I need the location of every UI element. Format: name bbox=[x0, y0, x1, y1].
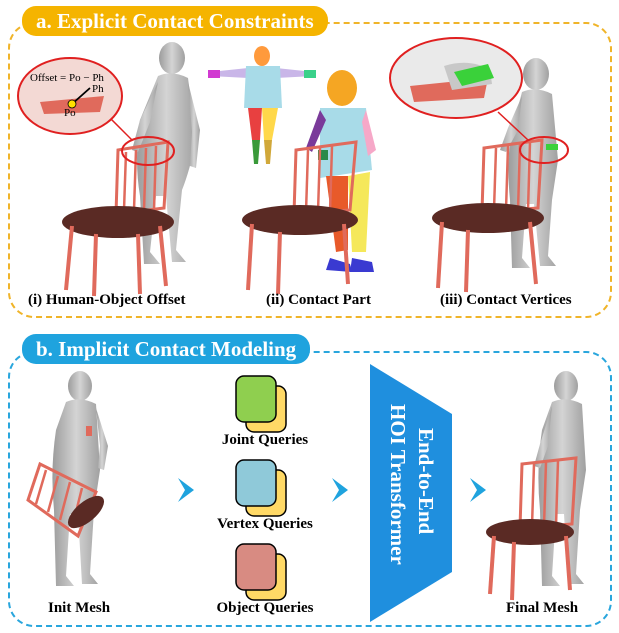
init-mesh-chair bbox=[26, 461, 105, 539]
ph-label: Ph bbox=[92, 83, 104, 95]
final-mesh-chair bbox=[486, 456, 578, 601]
transformer-label-line1: End-to-End bbox=[414, 428, 438, 535]
final-mesh-label: Final Mesh bbox=[506, 600, 579, 616]
panel-b-title: b. Implicit Contact Modeling bbox=[22, 334, 311, 364]
chevron-right-icon bbox=[470, 478, 486, 502]
object-queries-stack bbox=[235, 543, 287, 601]
final-mesh-figure bbox=[534, 371, 586, 586]
contact-highlight-ring-2 bbox=[519, 136, 569, 164]
vertices-zoom-circle bbox=[389, 37, 523, 119]
implicit-contact-panel bbox=[8, 351, 612, 627]
caption-contact-part: (ii) Contact Part bbox=[266, 292, 371, 308]
caption-human-object-offset: (i) Human-Object Offset bbox=[28, 292, 186, 308]
human-figure-parts bbox=[306, 70, 376, 272]
offset-zoom-circle bbox=[17, 57, 123, 135]
panel-a-title: a. Explicit Contact Constraints bbox=[22, 6, 328, 36]
offset-formula: Offset = Po − Ph bbox=[30, 72, 104, 84]
joint-queries-label: Joint Queries bbox=[221, 432, 309, 448]
caption-contact-vertices: (iii) Contact Vertices bbox=[440, 292, 572, 308]
object-queries-label: Object Queries bbox=[216, 600, 314, 616]
chair-parts bbox=[242, 140, 358, 295]
init-mesh-figure bbox=[52, 371, 108, 586]
joint-queries-stack bbox=[235, 375, 287, 433]
tpose-body-parts bbox=[208, 46, 316, 164]
contact-highlight-ring bbox=[121, 136, 175, 166]
transformer-label-line2: HOI Transformer bbox=[386, 404, 410, 565]
vertex-queries-stack bbox=[235, 459, 287, 517]
zoom-arrow-2 bbox=[497, 111, 529, 141]
chair-offset bbox=[62, 140, 174, 297]
po-label: Po bbox=[64, 107, 76, 119]
contact-vertices-marker bbox=[546, 144, 558, 150]
init-mesh-label: Init Mesh bbox=[48, 600, 111, 616]
chevron-right-icon bbox=[178, 478, 194, 502]
chevron-right-icon bbox=[332, 478, 348, 502]
vertex-queries-label: Vertex Queries bbox=[217, 516, 313, 532]
transformer-block bbox=[370, 364, 452, 622]
